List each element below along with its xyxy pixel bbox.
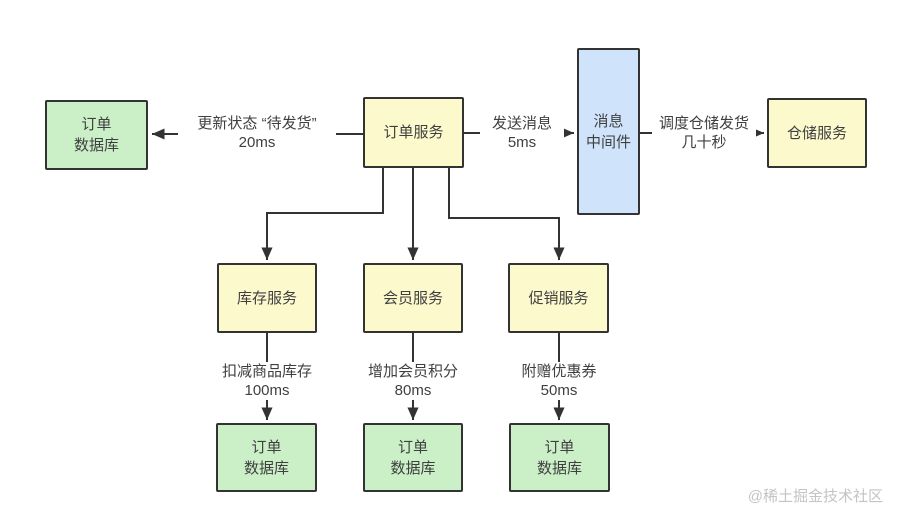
node-label: 订单 xyxy=(544,438,575,456)
node-inventory-service: 库存服务 xyxy=(217,263,317,333)
edge-label-send-message: 发送消息 5ms xyxy=(480,114,564,152)
node-warehouse-service: 仓储服务 xyxy=(767,98,867,168)
edge-label-deduct-inventory: 扣减商品库存 100ms xyxy=(215,362,319,400)
edge-label-duration: 80ms xyxy=(394,382,432,399)
node-label: 订单 xyxy=(251,438,282,456)
node-label: 订单 xyxy=(81,116,112,133)
edge-label-duration: 几十秒 xyxy=(681,134,727,151)
node-order-database-left: 订单 数据库 xyxy=(45,100,148,170)
edge-label-add-member-points: 增加会员积分 80ms xyxy=(361,362,465,400)
node-order-service: 订单服务 xyxy=(363,97,464,168)
node-order-database-promotion: 订单 数据库 xyxy=(509,423,610,492)
edge-label-duration: 5ms xyxy=(507,134,537,151)
edge-label-text: 更新状态 “待发货” xyxy=(197,115,317,132)
edge-order-to-inventory xyxy=(261,168,384,260)
node-label: 会员服务 xyxy=(382,289,443,307)
node-message-middleware: 消息 中间件 xyxy=(577,48,640,215)
node-order-database-member: 订单 数据库 xyxy=(363,423,463,492)
edge-label-duration: 100ms xyxy=(244,382,290,399)
node-label: 数据库 xyxy=(243,459,289,477)
edge-label-text: 扣减商品库存 xyxy=(221,363,312,380)
node-label: 中间件 xyxy=(585,133,631,151)
edge-label-text: 发送消息 xyxy=(491,115,552,132)
node-label: 数据库 xyxy=(536,459,582,477)
edge-label-attach-coupon: 附赠优惠券 50ms xyxy=(515,362,603,400)
node-order-database-inventory: 订单 数据库 xyxy=(216,423,317,492)
edge-label-dispatch-warehouse: 调度仓储发货 几十秒 xyxy=(652,114,756,152)
edge-label-text: 增加会员积分 xyxy=(367,363,458,380)
node-member-service: 会员服务 xyxy=(363,263,463,333)
node-label: 订单 xyxy=(397,438,428,456)
node-label: 消息 xyxy=(593,112,624,130)
node-label: 数据库 xyxy=(73,137,119,154)
edge-order-to-promotion xyxy=(448,168,565,260)
node-label: 订单服务 xyxy=(383,124,444,141)
edge-label-duration: 20ms xyxy=(238,134,276,151)
node-label: 仓储服务 xyxy=(786,124,847,142)
node-label: 数据库 xyxy=(390,459,436,477)
edge-label-update-status: 更新状态 “待发货” 20ms xyxy=(178,114,336,152)
node-promotion-service: 促销服务 xyxy=(508,263,609,333)
edge-label-text: 调度仓储发货 xyxy=(658,115,749,132)
edge-label-text: 附赠优惠券 xyxy=(521,363,597,380)
edge-label-duration: 50ms xyxy=(540,382,578,399)
watermark: @稀土掘金技术社区 xyxy=(747,488,883,505)
node-label: 促销服务 xyxy=(528,289,589,307)
node-label: 库存服务 xyxy=(236,289,297,307)
